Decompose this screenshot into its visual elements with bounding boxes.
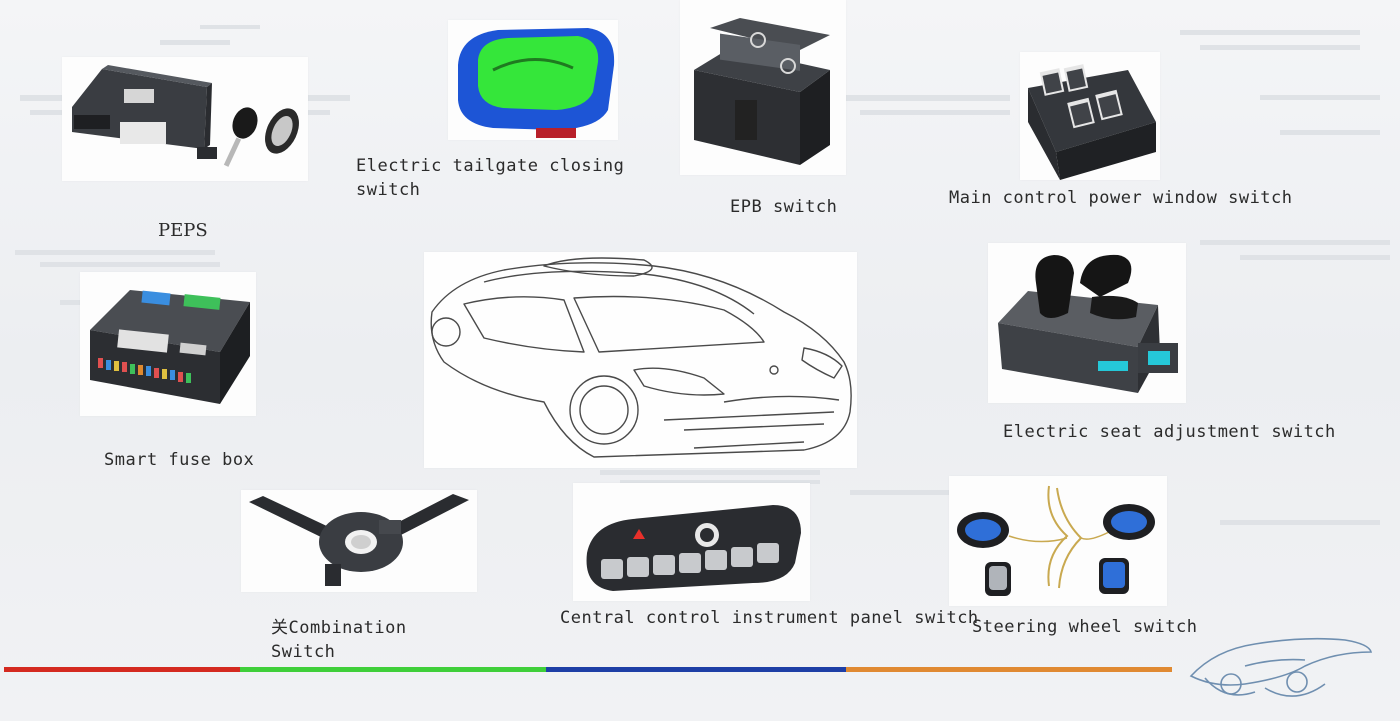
seat-switch-label: Electric seat adjustment switch [1003,422,1336,442]
car-sketch-icon [430,257,852,458]
stripe-red [4,667,240,672]
instrument-panel-switch-label: Central control instrument panel switch [560,608,979,628]
fuse-box-image [80,272,256,416]
stripe-green [240,667,546,672]
instrument-panel-switch-image [573,483,810,601]
peps-image [62,57,308,181]
car-sketch-image [424,252,857,468]
window-switch-label: Main control power window switch [949,188,1293,208]
seat-switch-icon [998,254,1178,393]
combination-switch-image [241,490,477,592]
window-switch-image [1020,52,1160,180]
fuse-box-label: Smart fuse box [104,450,255,470]
peps-label: PEPS [158,220,208,241]
car-logo-icon [1189,637,1373,697]
stripe-blue [546,667,846,672]
instrument-panel-switch-icon [586,505,801,591]
peps-module-icon [72,65,299,167]
steering-wheel-switch-label: Steering wheel switch [972,617,1198,637]
combination-switch-icon [249,494,469,586]
tailgate-switch-image [448,20,618,140]
epb-switch-label: EPB switch [730,197,838,217]
steering-wheel-switch-icon [957,485,1155,596]
combination-switch-label: 关Combination Switch [271,618,407,662]
fuse-box-icon [90,290,250,404]
stripe-orange [846,667,1172,672]
seat-switch-image [988,243,1186,403]
epb-switch-icon [694,18,830,165]
tailgate-switch-icon [458,28,615,138]
window-switch-icon [1028,64,1156,180]
epb-switch-image [680,0,846,175]
tailgate-switch-label: Electric tailgate closing switch [356,156,625,200]
steering-wheel-switch-image [949,476,1167,606]
